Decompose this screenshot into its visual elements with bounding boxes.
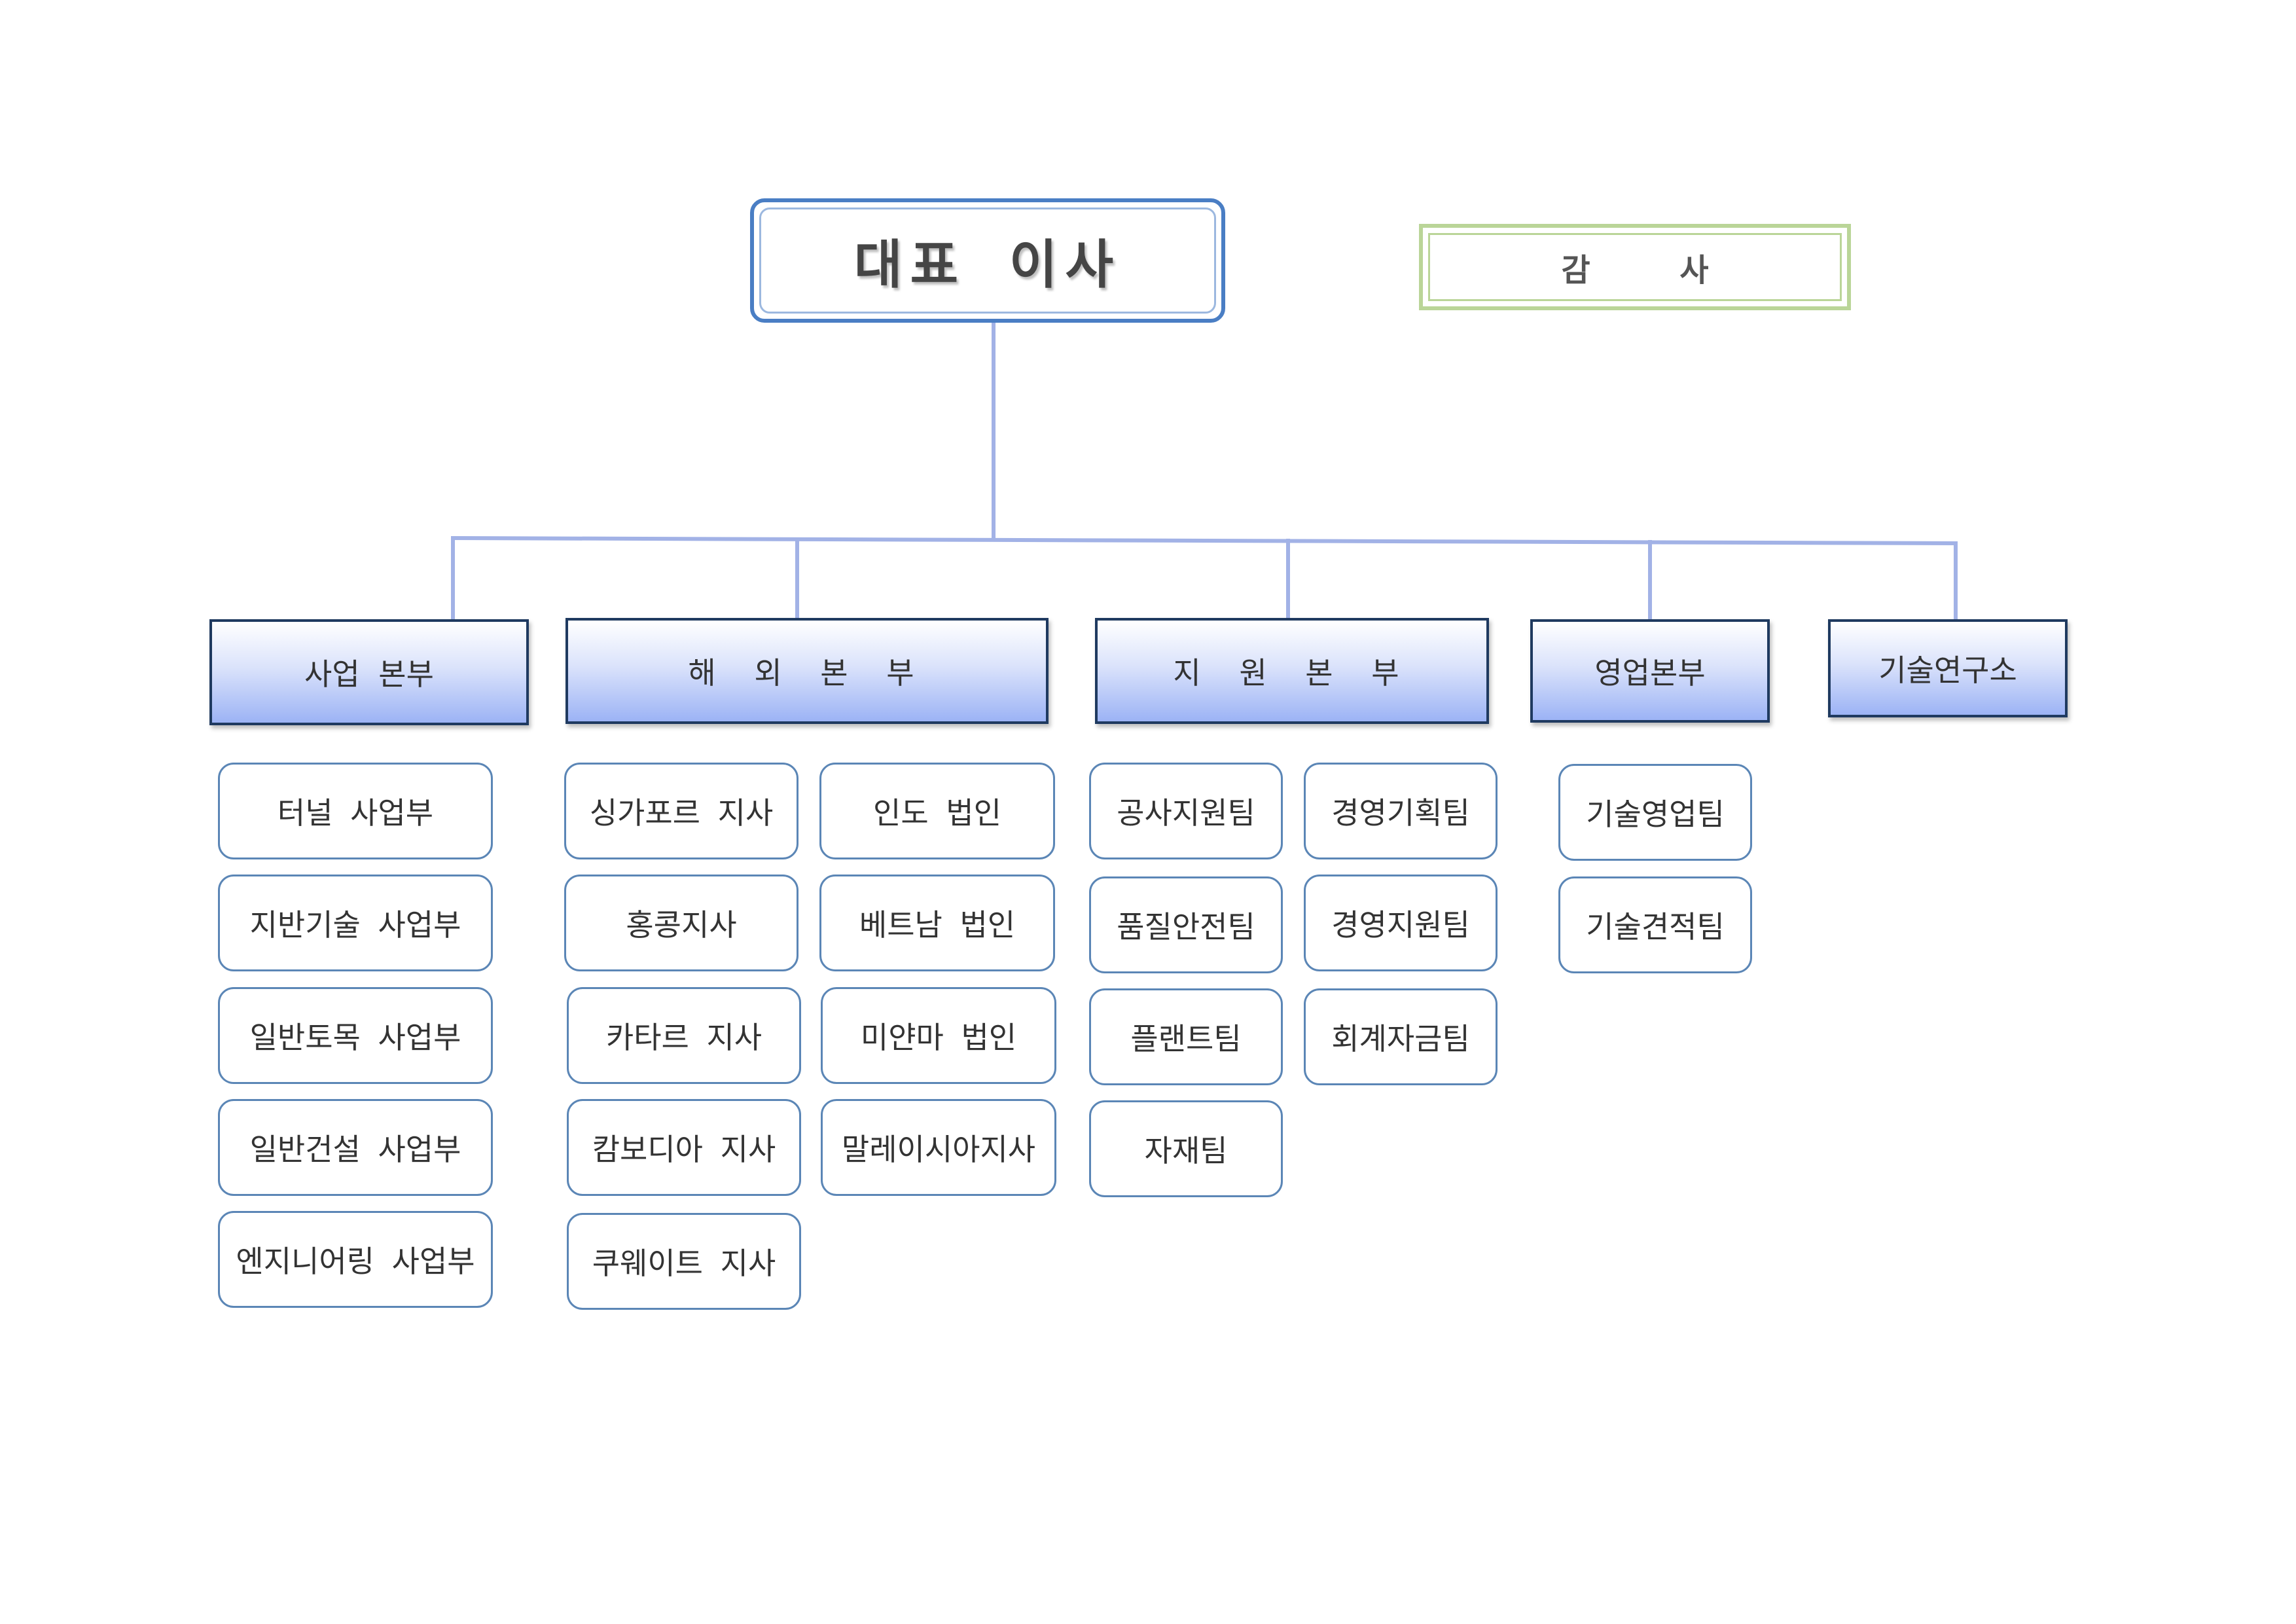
team-label: 일반토목 사업부	[249, 1020, 461, 1055]
team-box: 인도 법인	[819, 763, 1055, 859]
team-box: 미얀마 법인	[821, 987, 1056, 1084]
division-label: 기술연구소	[1878, 653, 2017, 688]
team-box: 말레이시아지사	[821, 1099, 1056, 1196]
team-box: 쿠웨이트 지사	[567, 1213, 801, 1310]
team-label: 말레이시아지사	[841, 1132, 1036, 1167]
team-label: 미얀마 법인	[860, 1020, 1017, 1055]
team-box: 일반건설 사업부	[218, 1099, 493, 1196]
team-box: 자재팀	[1089, 1100, 1283, 1197]
team-label: 쿠웨이트 지사	[592, 1246, 776, 1281]
division-label: 지 원 본 부	[1173, 655, 1411, 691]
team-label: 베트남 법인	[859, 907, 1016, 943]
division-sales: 영업본부	[1530, 619, 1770, 723]
team-box: 회계자금팀	[1304, 988, 1498, 1085]
team-label: 엔지니어링 사업부	[236, 1244, 475, 1279]
team-box: 품질안전팀	[1089, 876, 1283, 973]
team-label: 인도 법인	[873, 795, 1001, 831]
team-label: 지반기술 사업부	[249, 907, 461, 943]
team-label: 일반건설 사업부	[249, 1132, 461, 1167]
team-label: 홍콩지사	[626, 907, 737, 943]
team-label: 싱가포르 지사	[589, 795, 774, 831]
team-box: 싱가포르 지사	[564, 763, 798, 859]
team-box: 홍콩지사	[564, 875, 798, 971]
division-label: 해 외 본 부	[688, 655, 926, 691]
team-box: 엔지니어링 사업부	[218, 1211, 493, 1308]
team-box: 기술견적팀	[1558, 876, 1752, 973]
division-overseas: 해 외 본 부	[565, 618, 1049, 724]
division-research-institute: 기술연구소	[1828, 619, 2068, 717]
team-label: 기술영업팀	[1586, 797, 1725, 832]
team-label: 자재팀	[1144, 1133, 1228, 1168]
team-box: 터널 사업부	[218, 763, 493, 859]
team-label: 카타르 지사	[605, 1020, 762, 1055]
division-support: 지 원 본 부	[1095, 618, 1489, 724]
division-business: 사업 본부	[209, 619, 529, 725]
auditor-label: 감 사	[1561, 252, 1709, 289]
team-box: 경영지원팀	[1304, 875, 1498, 971]
auditor-box: 감 사	[1419, 224, 1851, 310]
team-label: 경영지원팀	[1331, 907, 1470, 943]
team-label: 경영기획팀	[1331, 795, 1470, 831]
team-box: 캄보디아 지사	[567, 1099, 801, 1196]
team-box: 베트남 법인	[819, 875, 1055, 971]
team-label: 품질안전팀	[1117, 909, 1255, 945]
team-box: 일반토목 사업부	[218, 987, 493, 1084]
division-label: 영업본부	[1594, 655, 1706, 691]
team-box: 카타르 지사	[567, 987, 801, 1084]
team-box: 지반기술 사업부	[218, 875, 493, 971]
team-label: 터널 사업부	[277, 795, 434, 831]
team-box: 공사지원팀	[1089, 763, 1283, 859]
team-label: 공사지원팀	[1117, 795, 1255, 831]
team-label: 플랜트팀	[1130, 1021, 1242, 1056]
horizontal-connector	[450, 535, 1958, 546]
division-label: 사업 본부	[304, 657, 434, 692]
team-box: 플랜트팀	[1089, 988, 1283, 1085]
team-label: 캄보디아 지사	[592, 1132, 776, 1167]
team-box: 기술영업팀	[1558, 764, 1752, 861]
team-box: 경영기획팀	[1304, 763, 1498, 859]
ceo-box: 대표 이사	[750, 198, 1225, 323]
ceo-label: 대표 이사	[853, 234, 1122, 295]
team-label: 기술견적팀	[1586, 909, 1725, 945]
team-label: 회계자금팀	[1331, 1021, 1470, 1056]
